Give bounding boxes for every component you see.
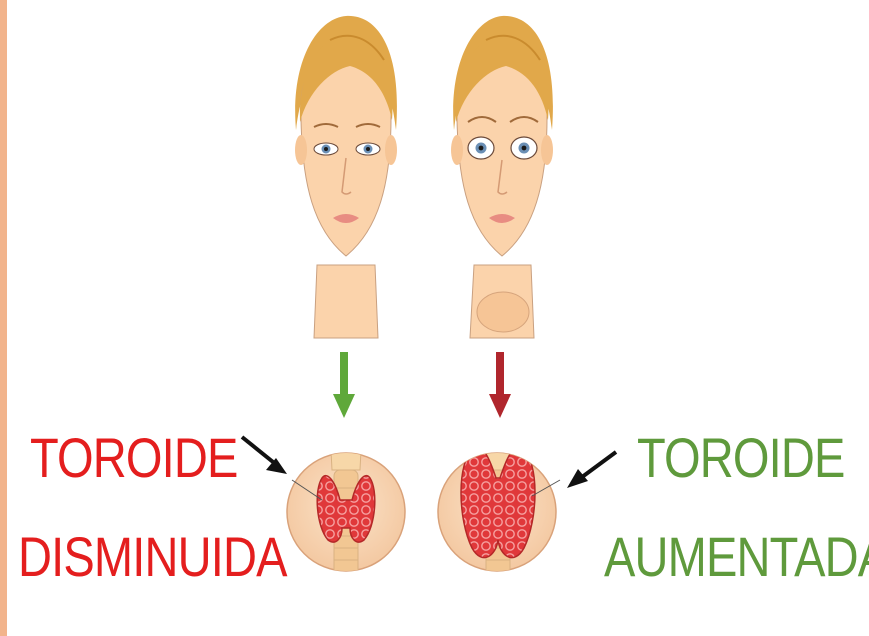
decreased-title-line1: TOROIDE	[30, 428, 238, 488]
green-down-arrow-icon	[333, 352, 355, 418]
small-thyroid-icon	[287, 417, 405, 581]
woman-face-icon	[295, 16, 397, 338]
red-down-arrow-icon	[489, 352, 511, 418]
enlarged-title-line2: AUMENTADA	[604, 527, 869, 587]
woman-face-goiter-icon	[451, 16, 553, 338]
decreased-title-line2: DISMINUIDA	[18, 527, 287, 587]
enlarged-thyroid-icon	[438, 417, 556, 581]
enlarged-title-line1: TOROIDE	[637, 428, 845, 488]
